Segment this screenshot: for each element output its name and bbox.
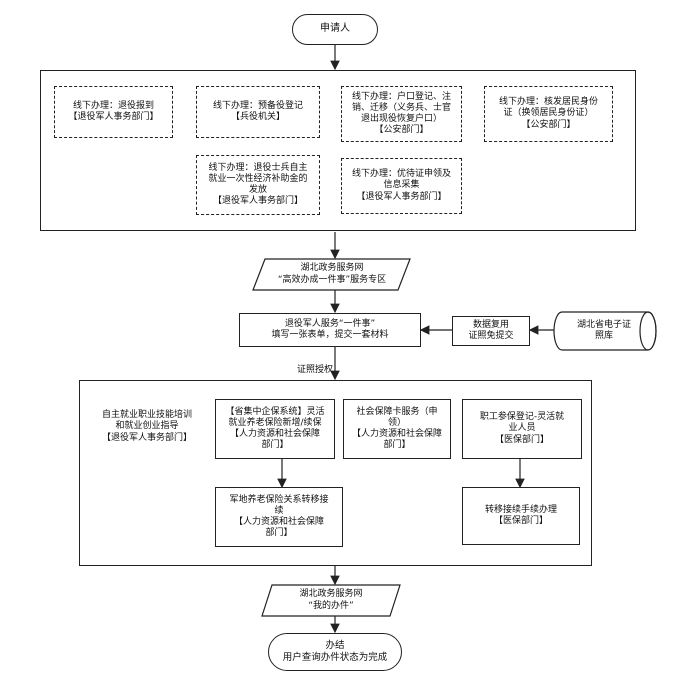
service-node: 退役军人服务“一件事” 填写一张表单，提交一套材料 — [239, 313, 421, 347]
offline-group — [40, 70, 636, 231]
online-step-social-card: 社会保障卡服务（申 领） 【人力资源和社会保障 部门】 — [343, 399, 451, 459]
offline-step-subsidy: 线下办理：退役士兵自主 就业一次性经济补助金的 发放 【退役军人事务部门】 — [196, 155, 320, 215]
offline-step-preferential-card: 线下办理：优待证申领及 信息采集 【退役军人事务部门】 — [341, 158, 462, 214]
portal-shape-1 — [252, 258, 411, 291]
data-reuse-node: 数据复用 证照免提交 — [452, 316, 530, 346]
offline-step-reserve-registration: 线下办理：预备役登记 【兵役机关】 — [196, 86, 320, 138]
portal-node-1: 湖北政务服务网 “高效办成一件事”服务专区 — [277, 263, 387, 285]
online-group — [79, 380, 592, 566]
e-license-library-node: 湖北省电子证 照库 — [576, 319, 631, 341]
portal-node-2: 湖北政务服务网 “我的办件” — [299, 589, 363, 611]
auth-label: 证照授权 — [297, 365, 334, 375]
offline-step-household-registration: 线下办理：户口登记、注 销、迁移（义务兵、士官 退出现役恢复户口） 【公安部门】 — [341, 86, 462, 142]
online-step-training: 自主就业职业技能培训 和就业创业指导 【退役军人事务部门】 — [101, 410, 192, 443]
online-step-medical-transfer: 转移接续手续办理 【医保部门】 — [462, 487, 580, 545]
portal-shape-2 — [261, 584, 401, 617]
end-node: 办结 用户查询办件状态为完成 — [268, 633, 402, 671]
online-step-medical-registration: 职工参保登记-灵活就 业人员 【医保部门】 — [462, 399, 582, 459]
offline-step-veteran-report: 线下办理：退役报到 【退役军人事务部门】 — [54, 86, 173, 138]
online-step-pension-insurance: 【省集中企保系统】灵活 就业养老保险新增/续保 【人力资源和社会保障 部门】 — [215, 399, 335, 459]
online-step-pension-transfer: 军地养老保险关系转移接 续 【人力资源和社会保障 部门】 — [215, 487, 343, 547]
start-node: 申请人 — [292, 14, 378, 45]
offline-step-id-card: 线下办理：核发居民身份 证（换领居民身份证） 【公安部门】 — [484, 86, 613, 142]
